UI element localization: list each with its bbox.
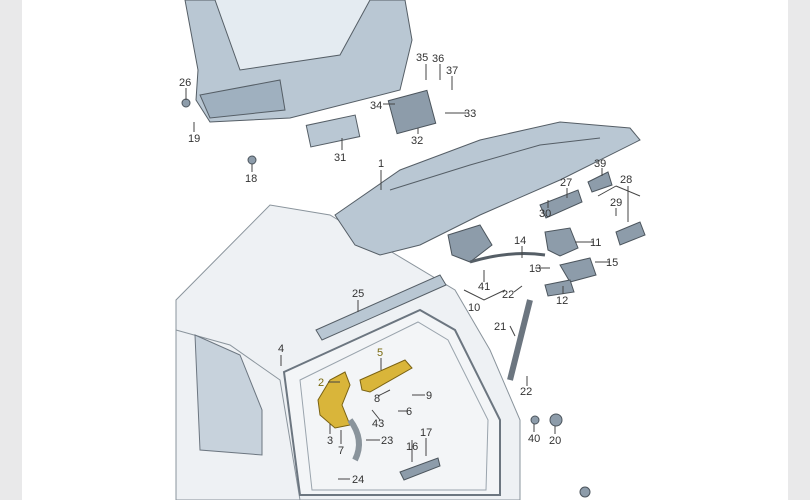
- callout-31: 31: [334, 152, 346, 164]
- callout-32: 32: [411, 135, 423, 147]
- callout-11: 11: [590, 237, 601, 249]
- callout-24: 24: [352, 474, 364, 486]
- callout-16: 16: [406, 441, 418, 453]
- tailgate-panel: [184, 0, 413, 123]
- callout-6: 6: [406, 406, 412, 418]
- callout-5: 5: [377, 347, 383, 359]
- callout-27: 27: [560, 177, 572, 189]
- callout-19: 19: [188, 133, 200, 145]
- callout-43: 43: [372, 418, 384, 430]
- callout-30: 30: [539, 208, 551, 220]
- callout-29: 29: [610, 197, 622, 209]
- leader-lines: [185, 64, 641, 480]
- callout-22b: 22: [520, 386, 532, 398]
- callout-39: 39: [594, 158, 606, 170]
- callout-22: 22: [502, 289, 514, 301]
- callout-35: 35: [416, 52, 428, 64]
- callout-26: 26: [179, 77, 191, 89]
- small-parts: [181, 89, 646, 498]
- callout-18: 18: [245, 173, 257, 185]
- callout-1: 1: [378, 158, 384, 170]
- callout-4: 4: [278, 343, 284, 355]
- callout-12: 12: [556, 295, 568, 307]
- callout-36: 36: [432, 53, 444, 65]
- callout-7: 7: [338, 445, 344, 457]
- callout-10: 10: [468, 302, 480, 314]
- callout-28: 28: [620, 174, 632, 186]
- spoiler-part-1: [334, 121, 641, 256]
- callout-2: 2: [318, 377, 324, 389]
- callout-41: 41: [478, 281, 490, 293]
- callout-25: 25: [352, 288, 364, 300]
- callout-labels: 35 36 37 26 34 33 19 32 31 18 1 39 27 28…: [179, 52, 632, 486]
- callout-34: 34: [370, 100, 382, 112]
- callout-3: 3: [327, 435, 333, 447]
- callout-23: 23: [381, 435, 393, 447]
- callout-15: 15: [606, 257, 618, 269]
- callout-8: 8: [374, 393, 380, 405]
- callout-9: 9: [426, 390, 432, 402]
- callout-14: 14: [514, 235, 526, 247]
- callout-33: 33: [464, 108, 476, 120]
- callout-20: 20: [549, 435, 561, 447]
- callout-37: 37: [446, 65, 458, 77]
- callout-13: 13: [529, 263, 541, 275]
- callout-21: 21: [494, 321, 506, 333]
- callout-17: 17: [420, 427, 432, 439]
- callout-40: 40: [528, 433, 540, 445]
